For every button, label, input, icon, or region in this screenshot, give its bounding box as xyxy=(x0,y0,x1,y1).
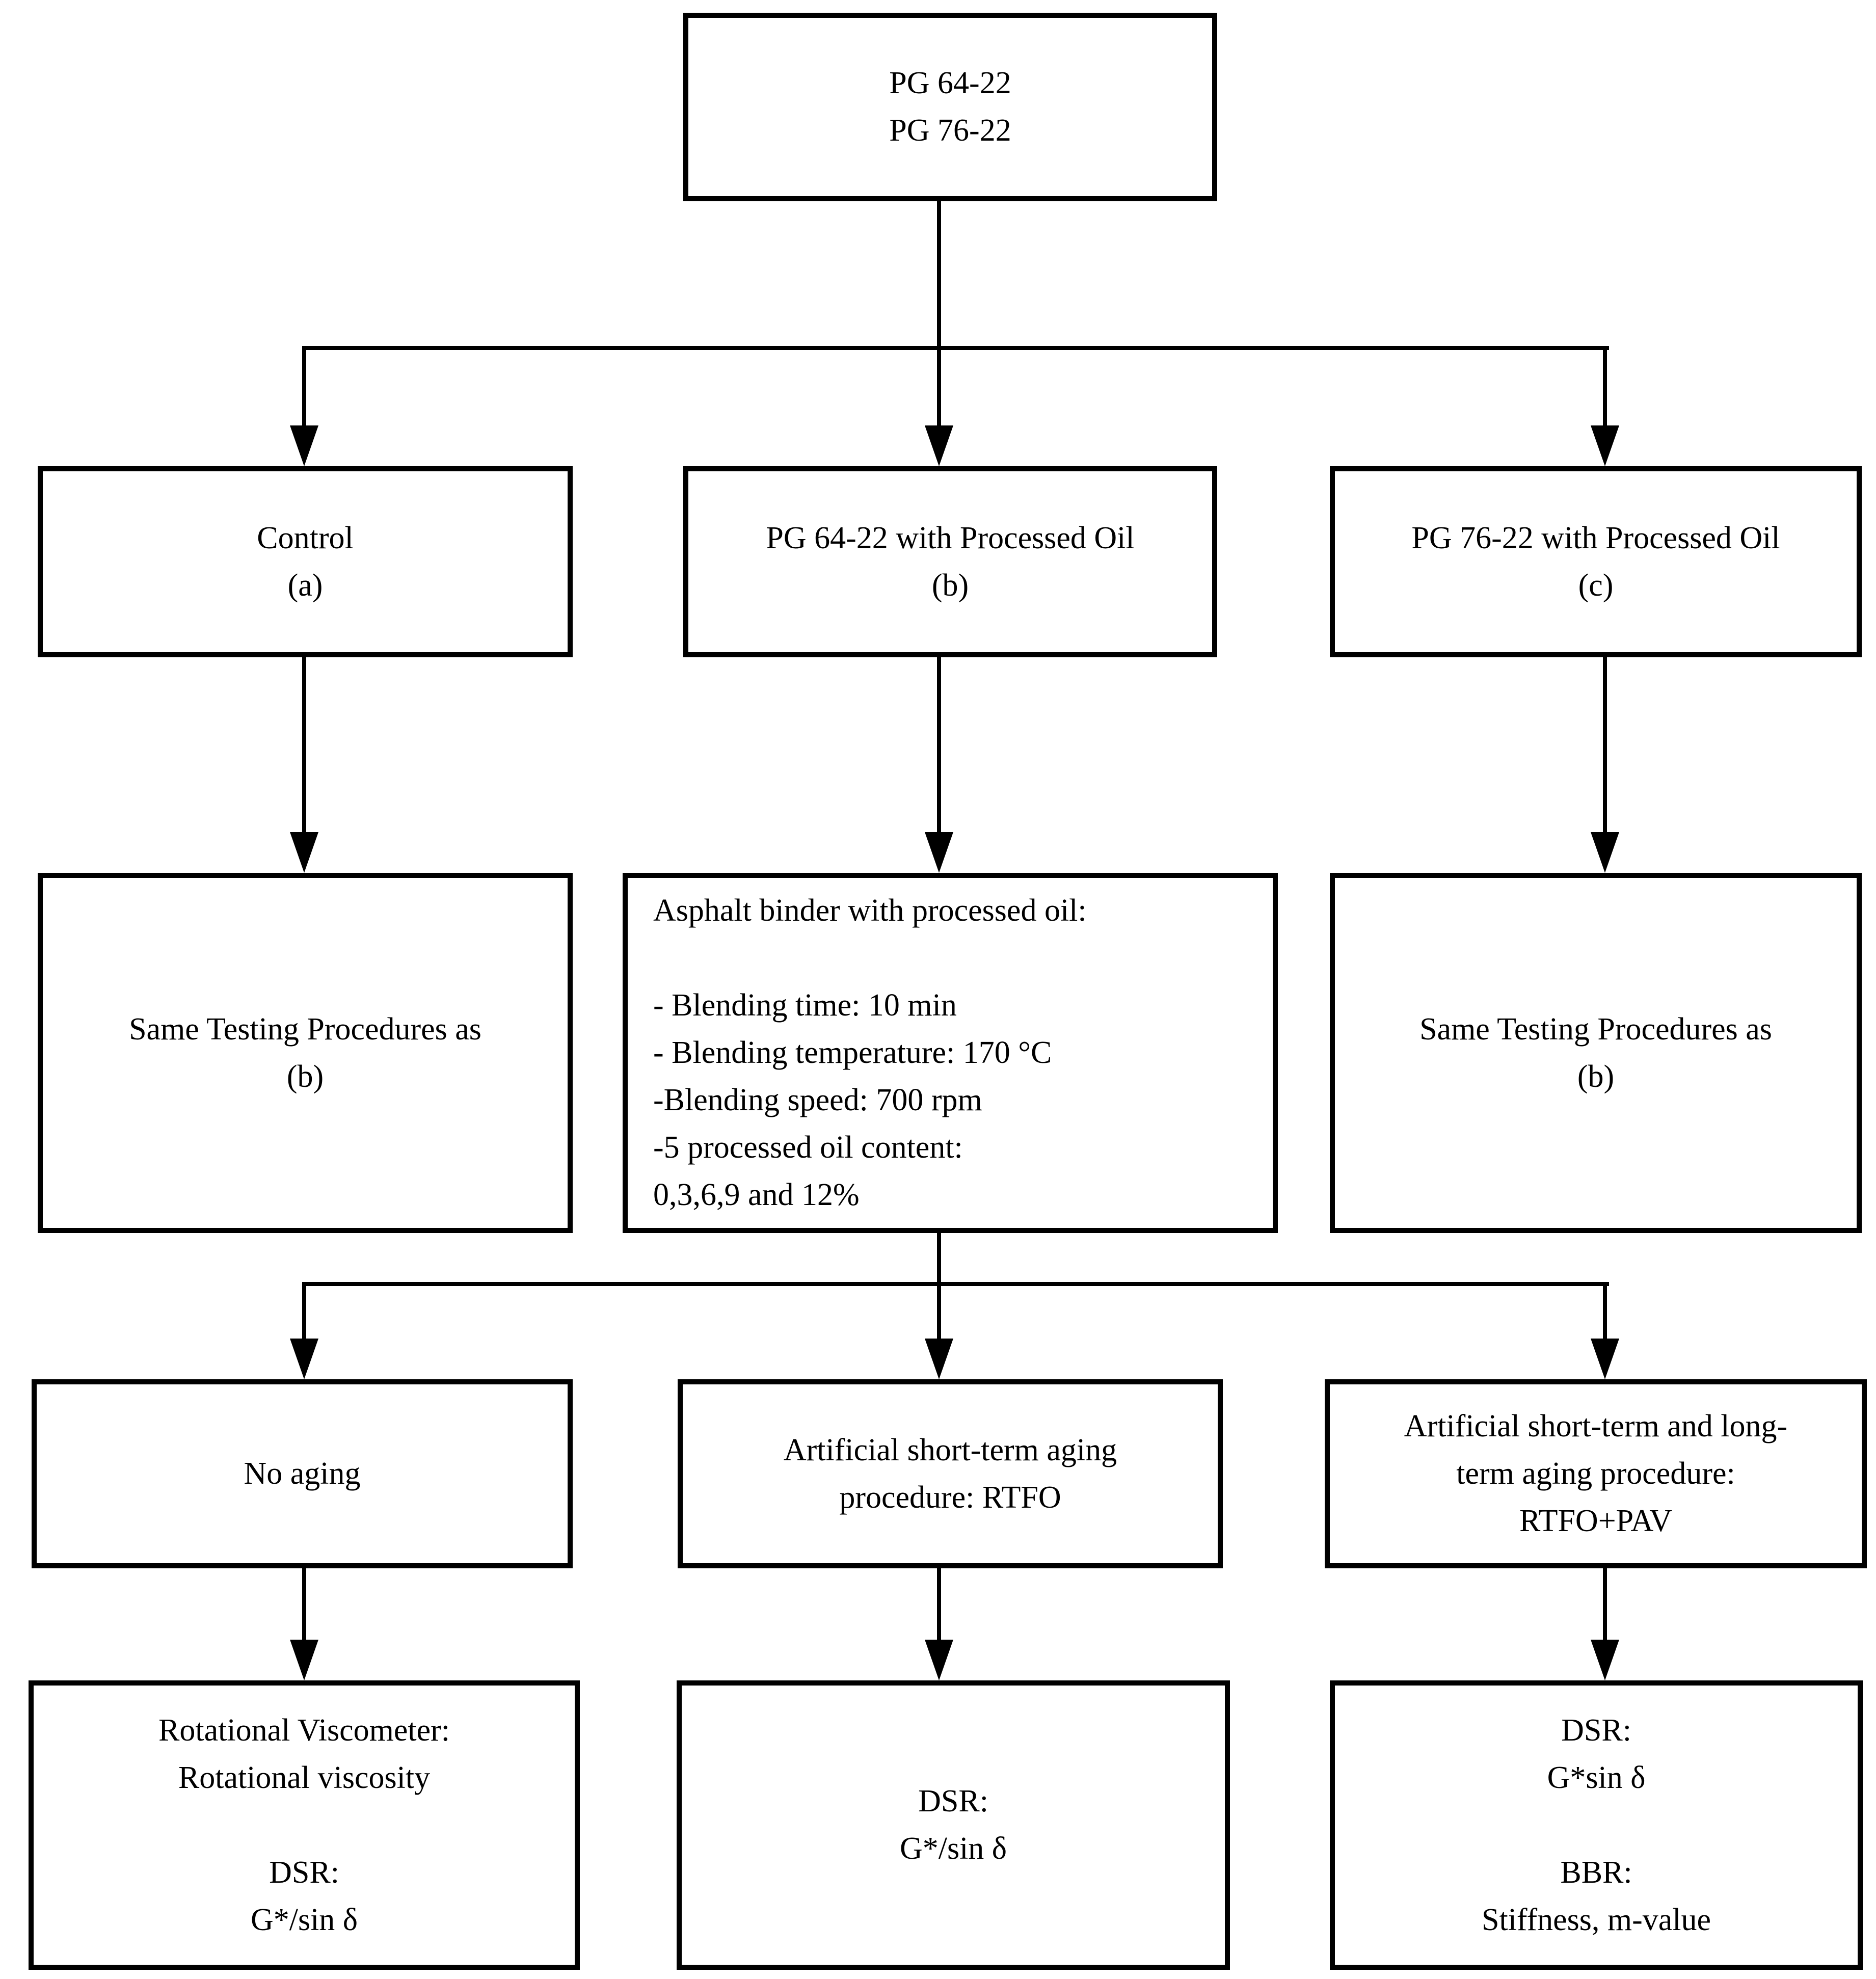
node-asphalt-blend-details: Asphalt binder with processed oil: - Ble… xyxy=(623,873,1278,1233)
node-same-testing-right: Same Testing Procedures as (b) xyxy=(1330,873,1862,1233)
node-pg76-with-processed-oil: PG 76-22 with Processed Oil (c) xyxy=(1330,466,1862,657)
node-control-label: Control (a) xyxy=(257,520,354,603)
arrow-down-to-no-aging xyxy=(290,1339,318,1379)
node-no-aging: No aging xyxy=(32,1379,573,1568)
connector-branch2-drop-left xyxy=(302,1282,306,1341)
node-rotational-viscometer-dsr: Rotational Viscometer: Rotational viscos… xyxy=(29,1680,580,1970)
arrow-down-to-pg76-oil xyxy=(1591,425,1619,466)
node-dsr-rtfo-result-label: DSR: G*/sin δ xyxy=(899,1784,1007,1866)
arrow-down-to-same-left xyxy=(290,832,318,873)
node-rtfo-pav-aging-label: Artificial short-term and long- term agi… xyxy=(1404,1409,1788,1538)
arrow-down-to-rtfo-pav xyxy=(1591,1339,1619,1379)
connector-branch2-horizontal xyxy=(302,1282,1609,1286)
arrow-down-to-blend xyxy=(925,832,953,873)
connector-no-aging-to-visc xyxy=(302,1568,306,1642)
node-same-testing-left: Same Testing Procedures as (b) xyxy=(38,873,573,1233)
connector-branch1-horizontal xyxy=(302,346,1609,350)
arrow-down-to-same-right xyxy=(1591,832,1619,873)
node-dsr-bbr-result-label: DSR: G*sin δ BBR: Stiffness, m-value xyxy=(1481,1713,1711,1937)
node-pg76-with-processed-oil-label: PG 76-22 with Processed Oil (c) xyxy=(1411,520,1780,603)
connector-rtfo-to-dsr xyxy=(937,1568,941,1642)
node-rtfo-aging-label: Artificial short-term aging procedure: R… xyxy=(783,1432,1117,1515)
connector-control-to-same-left xyxy=(302,657,306,834)
node-pg64-pg76-root: PG 64-22 PG 76-22 xyxy=(683,13,1217,201)
arrow-down-to-dsr xyxy=(925,1640,953,1680)
node-asphalt-blend-details-label: Asphalt binder with processed oil: - Ble… xyxy=(653,893,1087,1212)
connector-pg76-to-same-right xyxy=(1603,657,1607,834)
node-rotational-viscometer-dsr-label: Rotational Viscometer: Rotational viscos… xyxy=(158,1713,450,1937)
arrow-down-to-rtfo xyxy=(925,1339,953,1379)
arrow-down-to-control xyxy=(290,425,318,466)
connector-branch1-drop-right xyxy=(1603,346,1607,427)
node-pg64-pg76-root-label: PG 64-22 PG 76-22 xyxy=(889,66,1011,148)
node-pg64-with-processed-oil: PG 64-22 with Processed Oil (b) xyxy=(683,466,1217,657)
node-rtfo-pav-aging: Artificial short-term and long- term agi… xyxy=(1325,1379,1867,1568)
connector-branch1-drop-left xyxy=(302,346,306,427)
node-dsr-bbr-result: DSR: G*sin δ BBR: Stiffness, m-value xyxy=(1330,1680,1863,1970)
node-pg64-with-processed-oil-label: PG 64-22 with Processed Oil (b) xyxy=(766,520,1135,603)
connector-branch2-drop-middle xyxy=(937,1282,941,1341)
arrow-down-to-pg64-oil xyxy=(925,425,953,466)
node-dsr-rtfo-result: DSR: G*/sin δ xyxy=(677,1680,1230,1970)
node-rtfo-aging: Artificial short-term aging procedure: R… xyxy=(678,1379,1223,1568)
node-no-aging-label: No aging xyxy=(244,1456,361,1491)
node-same-testing-left-label: Same Testing Procedures as (b) xyxy=(129,1011,481,1094)
connector-blend-stem xyxy=(937,1233,941,1286)
connector-branch1-drop-middle xyxy=(937,346,941,427)
node-same-testing-right-label: Same Testing Procedures as (b) xyxy=(1419,1011,1772,1094)
node-control: Control (a) xyxy=(38,466,573,657)
connector-branch2-drop-right xyxy=(1603,1282,1607,1341)
connector-rtfo-pav-to-dsr-bbr xyxy=(1603,1568,1607,1642)
connector-pg64-to-blend xyxy=(937,657,941,834)
arrow-down-to-dsr-bbr xyxy=(1591,1640,1619,1680)
connector-root-stem xyxy=(937,199,941,350)
arrow-down-to-visc-dsr xyxy=(290,1640,318,1680)
